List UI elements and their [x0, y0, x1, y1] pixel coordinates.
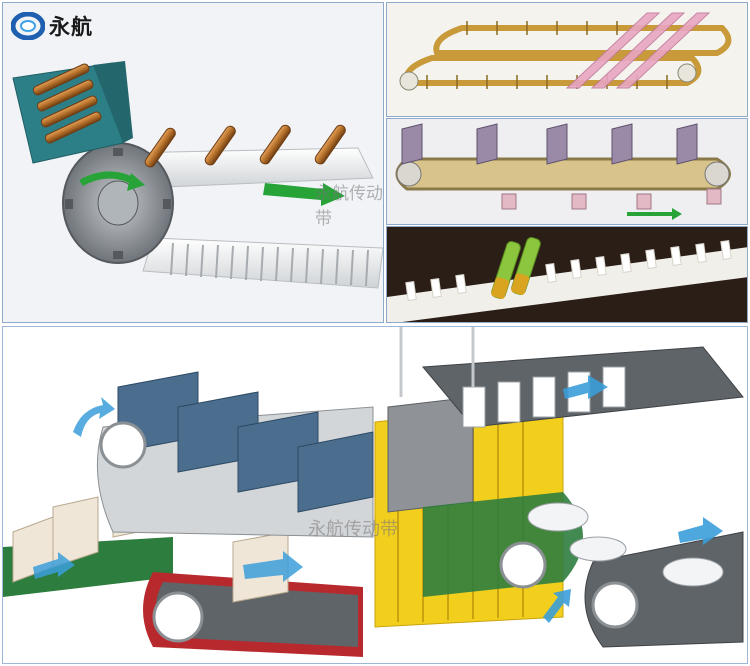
logo-mark-icon — [11, 12, 45, 40]
logo-text: 永航 — [49, 15, 93, 39]
roller-conveyor-illustration — [12, 61, 383, 289]
packaging-conveyor-panel: 永航传动带 — [2, 326, 748, 664]
roller-conveyor-panel: 永航 永航传动带 — [2, 2, 384, 323]
track-conveyor-panel — [386, 2, 748, 117]
lug-belt-panel — [386, 118, 748, 225]
battery-belt-panel — [386, 226, 748, 323]
arrow-curved-icon — [79, 171, 135, 187]
brand-logo: 永航 — [11, 11, 93, 41]
track-conveyor-illustration — [399, 12, 732, 91]
arrow-right-icon — [263, 183, 345, 206]
lug-belt-illustration — [395, 123, 731, 220]
packaging-conveyor-illustration — [3, 327, 744, 657]
battery-belt-illustration — [387, 227, 747, 322]
arrow-right-icon — [627, 208, 682, 220]
